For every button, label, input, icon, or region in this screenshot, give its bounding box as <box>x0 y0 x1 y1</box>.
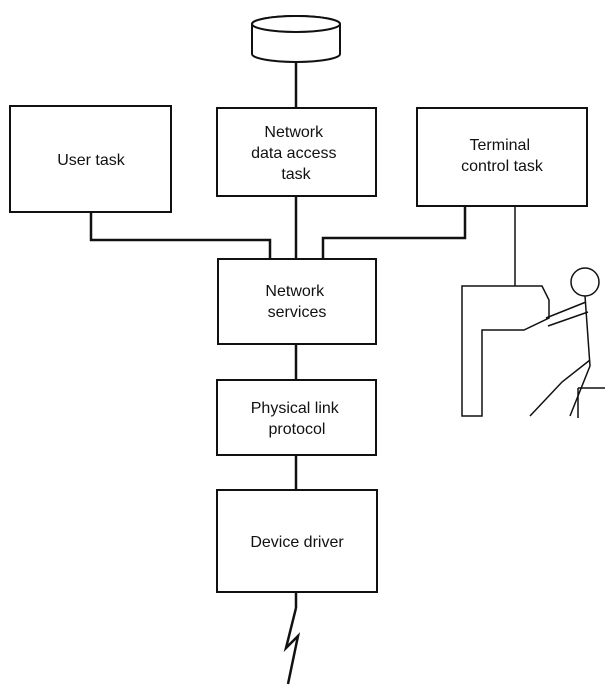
network-data-access-task-label: Network data access task <box>251 124 341 183</box>
physical-link-protocol-label: Physical link protocol <box>251 400 343 438</box>
node-physical-link-protocol: Physical link protocol <box>216 379 377 456</box>
network-data-access-task-box <box>216 107 377 197</box>
network-services-box <box>217 258 377 345</box>
lightning-link-icon <box>283 607 301 685</box>
connector-user-task-to-services <box>89 212 272 259</box>
terminal-control-task-box <box>416 107 588 207</box>
node-device-driver: Device driver <box>216 489 378 593</box>
operator-body <box>584 295 591 367</box>
terminal-operator-icon <box>461 267 605 418</box>
node-network-data-access-task: Network data access task <box>216 107 377 197</box>
node-terminal-control-task: Terminal control task <box>416 107 588 207</box>
user-task-box <box>9 105 172 213</box>
connector-terminal-task-to-services <box>321 206 467 259</box>
connections <box>89 62 516 608</box>
operator-legs <box>529 359 591 417</box>
user-task-label: User task <box>57 152 126 169</box>
node-network-services: Network services <box>217 258 377 345</box>
device-driver-label: Device driver <box>250 534 344 551</box>
device-driver-box <box>216 489 378 593</box>
terminal-control-task-label: Terminal control task <box>461 137 544 175</box>
database-cylinder-icon <box>251 15 341 63</box>
operator-head <box>570 267 600 297</box>
physical-link-protocol-box <box>216 379 377 456</box>
terminal-desk <box>461 285 550 417</box>
operator-arms <box>545 301 589 327</box>
node-user-task: User task <box>9 105 172 213</box>
operator-chair <box>577 387 605 418</box>
network-services-label: Network services <box>265 283 328 321</box>
